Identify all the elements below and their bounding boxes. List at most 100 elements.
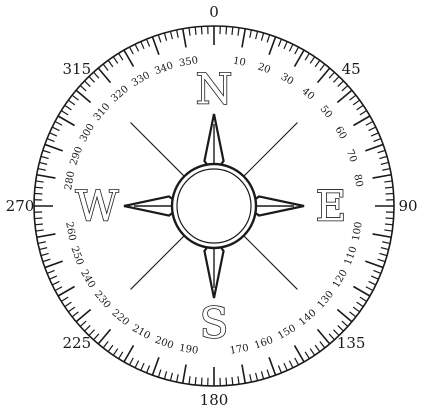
- degree-tick: [381, 248, 389, 250]
- inner-degree-label: 150: [276, 323, 298, 342]
- degree-tick: [85, 81, 91, 87]
- degree-tick: [310, 349, 314, 356]
- degree-tick: [317, 68, 329, 83]
- cardinal-label-e: E: [316, 182, 347, 231]
- inner-degree-label: 30: [279, 72, 296, 88]
- degree-tick: [238, 376, 239, 384]
- degree-tick: [141, 363, 144, 370]
- degree-tick: [305, 352, 309, 359]
- degree-tick: [94, 334, 99, 340]
- cardinal-label-n: N: [196, 65, 233, 114]
- degree-tick: [201, 378, 202, 386]
- degree-tick: [147, 365, 150, 372]
- inner-degree-label: 230: [92, 289, 113, 311]
- inner-degree-label: 310: [92, 101, 113, 123]
- degree-tick: [38, 169, 46, 171]
- degree-tick: [38, 242, 46, 244]
- degree-tick: [103, 64, 108, 70]
- cardinal-label-s: S: [200, 299, 229, 348]
- degree-tick: [365, 144, 383, 150]
- degree-tick: [164, 33, 166, 41]
- outer-bearing-label: 180: [200, 391, 229, 409]
- degree-tick: [382, 242, 390, 244]
- diagonal-guide-line: [131, 123, 185, 177]
- degree-tick: [317, 329, 329, 344]
- diagonal-guide-line: [244, 236, 298, 290]
- diagonal-guide-line: [244, 123, 298, 177]
- degree-tick: [113, 349, 117, 356]
- degree-tick: [158, 35, 160, 43]
- degree-tick: [386, 193, 394, 194]
- degree-tick: [201, 26, 202, 34]
- degree-tick: [177, 374, 179, 382]
- degree-tick: [278, 39, 281, 46]
- outer-bearing-label: 225: [63, 334, 92, 352]
- degree-tick: [80, 86, 86, 91]
- degree-tick: [371, 133, 378, 136]
- center-hub-inner: [177, 169, 251, 243]
- inner-degree-label: 70: [344, 148, 359, 164]
- degree-tick: [45, 144, 63, 150]
- degree-tick: [269, 357, 275, 375]
- degree-tick: [385, 224, 393, 225]
- degree-tick: [34, 218, 42, 219]
- degree-tick: [43, 150, 51, 152]
- degree-tick: [52, 127, 59, 131]
- degree-tick: [371, 276, 378, 279]
- degree-tick: [379, 253, 387, 255]
- degree-tick: [43, 259, 51, 261]
- degree-tick: [113, 57, 117, 64]
- degree-tick: [373, 234, 392, 237]
- degree-tick: [329, 72, 334, 78]
- inner-degree-label: 60: [332, 125, 348, 142]
- degree-tick: [129, 47, 133, 54]
- degree-tick: [353, 100, 359, 105]
- degree-tick: [183, 29, 186, 48]
- degree-tick: [170, 31, 172, 39]
- inner-degree-label: 200: [153, 335, 175, 352]
- degree-tick: [329, 334, 334, 340]
- degree-tick: [369, 127, 376, 131]
- inner-degree-label: 260: [63, 221, 77, 242]
- inner-degree-label: 50: [318, 104, 335, 121]
- degree-tick: [386, 218, 394, 219]
- inner-degree-label: 240: [78, 268, 97, 290]
- degree-tick: [36, 230, 44, 231]
- degree-tick: [381, 162, 389, 164]
- inner-degree-label: 110: [343, 245, 360, 267]
- inner-degree-label: 20: [256, 61, 272, 76]
- inner-degree-label: 340: [153, 60, 175, 77]
- degree-tick: [373, 175, 392, 178]
- degree-tick: [373, 139, 380, 142]
- outer-bearing-label: 135: [337, 334, 366, 352]
- degree-tick: [337, 309, 352, 321]
- inner-degree-label: 300: [78, 122, 97, 144]
- degree-tick: [39, 248, 47, 250]
- inner-degree-label: 170: [229, 343, 250, 357]
- degree-tick: [189, 376, 190, 384]
- degree-tick: [305, 53, 309, 60]
- degree-tick: [41, 156, 49, 158]
- degree-tick: [342, 321, 348, 326]
- degree-tick: [45, 261, 63, 267]
- compass-rose-star: [124, 114, 304, 298]
- degree-tick: [384, 181, 392, 182]
- inner-degree-label: 220: [109, 307, 131, 328]
- degree-tick: [170, 373, 172, 381]
- degree-tick: [119, 53, 123, 60]
- degree-tick: [337, 90, 352, 102]
- degree-tick: [37, 234, 56, 237]
- degree-tick: [72, 312, 78, 317]
- degree-tick: [232, 27, 233, 35]
- degree-tick: [108, 345, 113, 351]
- degree-tick: [65, 302, 72, 306]
- degree-tick: [256, 31, 258, 39]
- degree-tick: [242, 29, 245, 48]
- degree-tick: [295, 358, 299, 365]
- inner-degree-label: 290: [68, 145, 85, 167]
- degree-tick: [333, 77, 339, 83]
- degree-tick: [98, 68, 110, 83]
- degree-tick: [80, 321, 86, 326]
- degree-tick: [269, 37, 275, 55]
- degree-tick: [366, 287, 373, 291]
